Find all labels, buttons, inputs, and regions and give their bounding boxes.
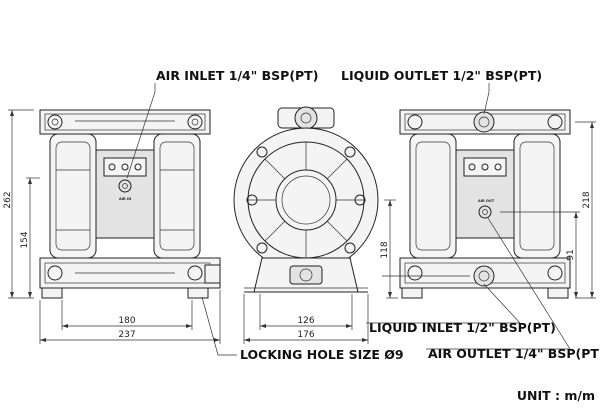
dimension-front-overall-width: 176 xyxy=(297,330,314,340)
dimension-left-inner-width: 180 xyxy=(118,316,135,326)
locking-hole-callout: LOCKING HOLE SIZE Ø9 xyxy=(240,347,404,362)
air-outlet-callout: AIR OUTLET 1/4" BSP(PT) xyxy=(428,346,600,361)
air-inlet-callout: AIR INLET 1/4" BSP(PT) xyxy=(156,68,318,83)
dimension-right-exhaust-height: 91 xyxy=(566,249,576,260)
dimension-overall-height: 262 xyxy=(3,191,13,208)
dimension-front-inner-width: 126 xyxy=(297,316,314,326)
unit-note: UNIT : m/m xyxy=(517,388,595,403)
callout-leaders xyxy=(126,83,571,356)
air-out-port-label: AIR OUT xyxy=(478,199,495,203)
dimension-right-inlet-height: 118 xyxy=(380,241,390,258)
liquid-inlet-callout: LIQUID INLET 1/2" BSP(PT) xyxy=(369,320,556,335)
left-side-view: AIR IN xyxy=(39,109,221,299)
dimension-lines xyxy=(8,109,596,344)
dimension-left-inner-height: 154 xyxy=(20,231,30,248)
front-view xyxy=(233,106,379,293)
air-in-port-label: AIR IN xyxy=(119,197,131,201)
dimension-right-outlet-height: 218 xyxy=(582,191,592,208)
dimension-left-overall-width: 237 xyxy=(118,330,135,340)
right-side-view: AIR OUT xyxy=(399,109,571,299)
liquid-outlet-callout: LIQUID OUTLET 1/2" BSP(PT) xyxy=(341,68,542,83)
